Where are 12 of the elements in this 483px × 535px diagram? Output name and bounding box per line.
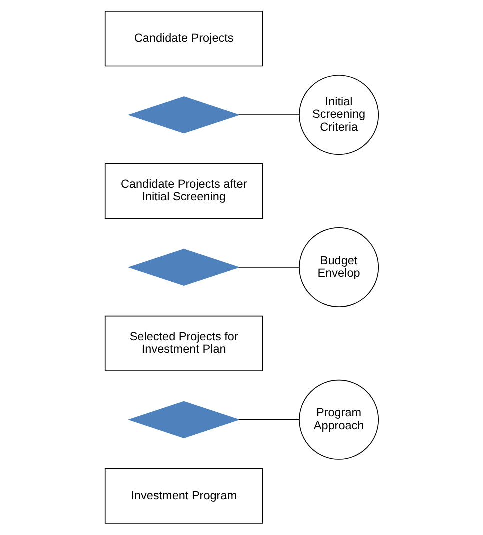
node-diamond (128, 401, 240, 438)
connector (238, 114, 300, 116)
node-diamond (128, 248, 240, 286)
node-box: Investment Program (104, 468, 263, 524)
node-box: Candidate Projects (104, 11, 263, 67)
node-circle: Budget Envelop (298, 228, 379, 308)
connector (238, 267, 300, 268)
node-box: Selected Projects for Investment Plan (104, 316, 263, 372)
node-circle: Initial Screening Criteria (298, 75, 379, 156)
node-diamond (128, 96, 240, 134)
node-box: Candidate Projects after Initial Screening (104, 164, 263, 220)
node-circle: Program Approach (298, 380, 379, 460)
